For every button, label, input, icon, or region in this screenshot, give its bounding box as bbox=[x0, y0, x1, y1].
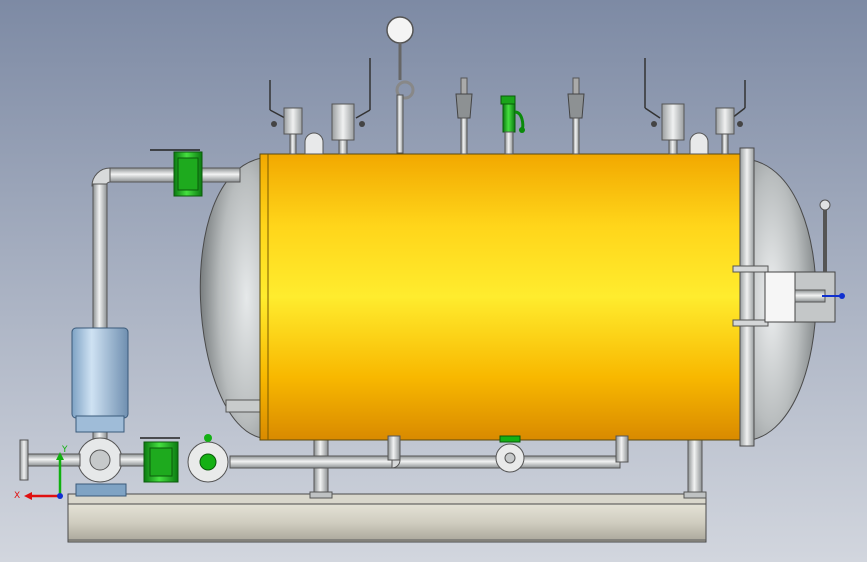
base-skid bbox=[67, 493, 707, 543]
pump-icon bbox=[71, 327, 129, 497]
valve-icon bbox=[150, 149, 203, 197]
gauge-icon bbox=[386, 16, 415, 154]
x-axis-label: X bbox=[14, 491, 20, 501]
lifting-lug bbox=[304, 132, 324, 155]
safety-valve-icon bbox=[500, 95, 525, 155]
y-axis-label: Y bbox=[61, 445, 68, 455]
safety-valve-icon bbox=[455, 77, 473, 155]
valve-icon bbox=[644, 58, 685, 155]
valve-icon bbox=[140, 437, 180, 483]
coordinate-triad: X Y bbox=[14, 445, 68, 501]
vessel-shell bbox=[259, 147, 755, 447]
door-handle-icon bbox=[822, 293, 845, 299]
valve-icon bbox=[269, 80, 303, 155]
safety-valve-icon bbox=[567, 77, 585, 155]
flange-icon bbox=[495, 435, 525, 473]
lifting-lug bbox=[689, 132, 709, 155]
valve-icon bbox=[331, 58, 371, 155]
left-vessel-head bbox=[199, 157, 263, 439]
valve-icon bbox=[715, 80, 746, 155]
flange-icon bbox=[187, 434, 229, 483]
door-lock-mechanism bbox=[732, 199, 845, 327]
